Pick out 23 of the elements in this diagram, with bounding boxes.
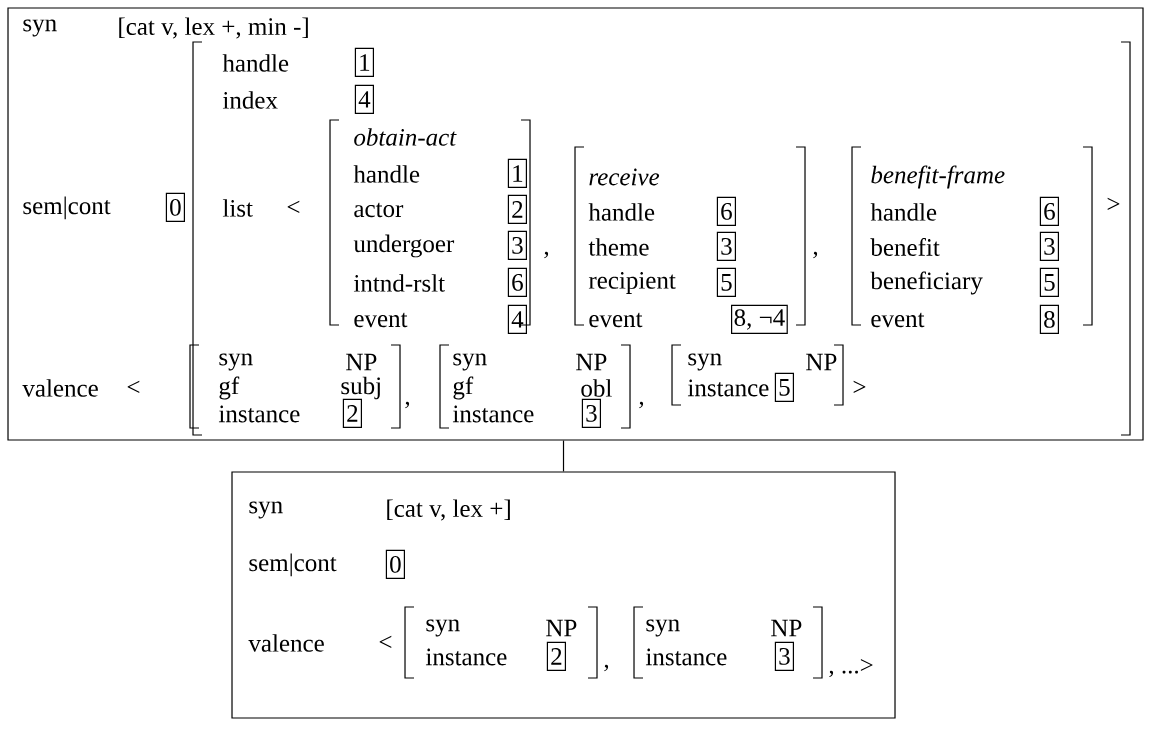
- tag-box: 1: [354, 47, 374, 77]
- tag-box: 4: [507, 304, 527, 334]
- tag-box: 8: [1039, 304, 1059, 334]
- tag-box: 1: [507, 158, 527, 188]
- tag-box: 6: [507, 267, 527, 297]
- tag-box: 2: [546, 641, 566, 671]
- tag-box: 4: [354, 84, 374, 114]
- connector-line: [562, 440, 565, 472]
- tag-box: 3: [581, 398, 601, 428]
- tag-box: 2: [342, 398, 362, 428]
- tag-box: 3: [1039, 231, 1059, 261]
- tag-box: 3: [716, 231, 736, 261]
- tag-box: 2: [507, 194, 527, 224]
- tag-box: 3: [774, 641, 794, 671]
- tag-box: 6: [716, 196, 736, 226]
- tag-box: 8, ¬4: [731, 304, 788, 334]
- tag-box: 5: [1039, 267, 1059, 297]
- tag-box: 5: [716, 267, 736, 297]
- tag-box: 0: [165, 192, 185, 222]
- tag-box: 6: [1039, 196, 1059, 226]
- tag-box: 3: [507, 230, 527, 260]
- tag-box: 5: [774, 372, 794, 402]
- tag-box: 0: [385, 549, 405, 579]
